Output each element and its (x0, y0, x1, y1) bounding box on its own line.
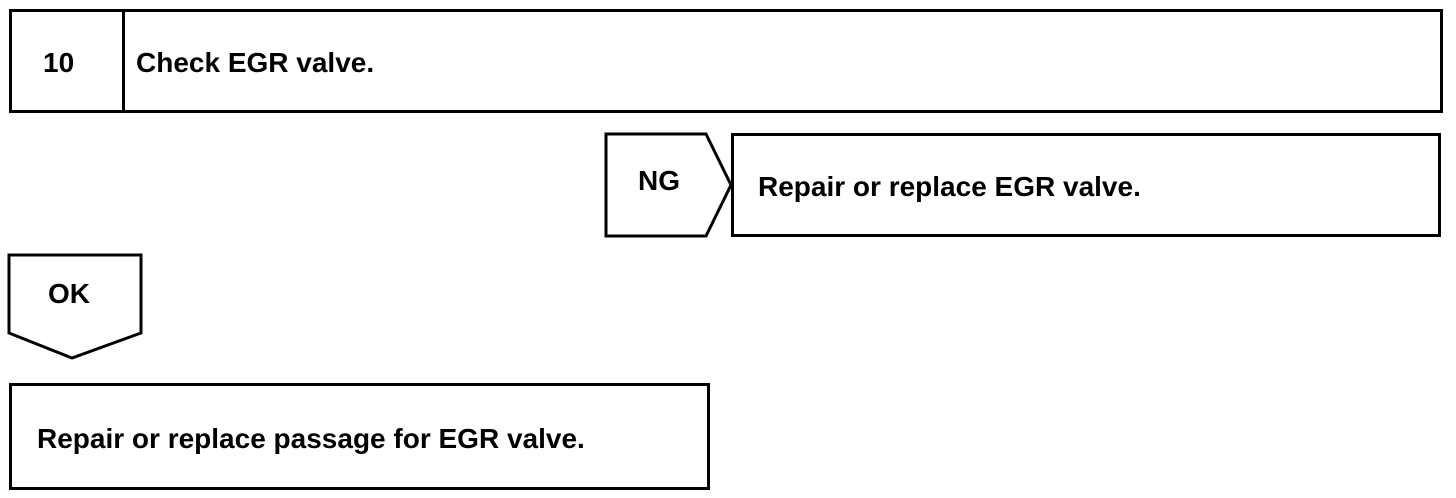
step-box: 10 Check EGR valve. (9, 9, 1443, 113)
ng-arrow-icon (604, 132, 733, 238)
ng-result-box: Repair or replace EGR valve. (731, 133, 1441, 237)
ng-label: NG (638, 165, 680, 196)
step-divider (122, 12, 125, 110)
step-number: 10 (43, 47, 75, 78)
ok-result-box: Repair or replace passage for EGR valve. (9, 383, 710, 490)
ng-result-text: Repair or replace EGR valve. (758, 171, 1141, 202)
ok-label: OK (48, 278, 90, 309)
ok-result-text: Repair or replace passage for EGR valve. (37, 423, 585, 454)
ok-arrow-icon (7, 253, 143, 360)
step-title: Check EGR valve. (136, 47, 375, 78)
